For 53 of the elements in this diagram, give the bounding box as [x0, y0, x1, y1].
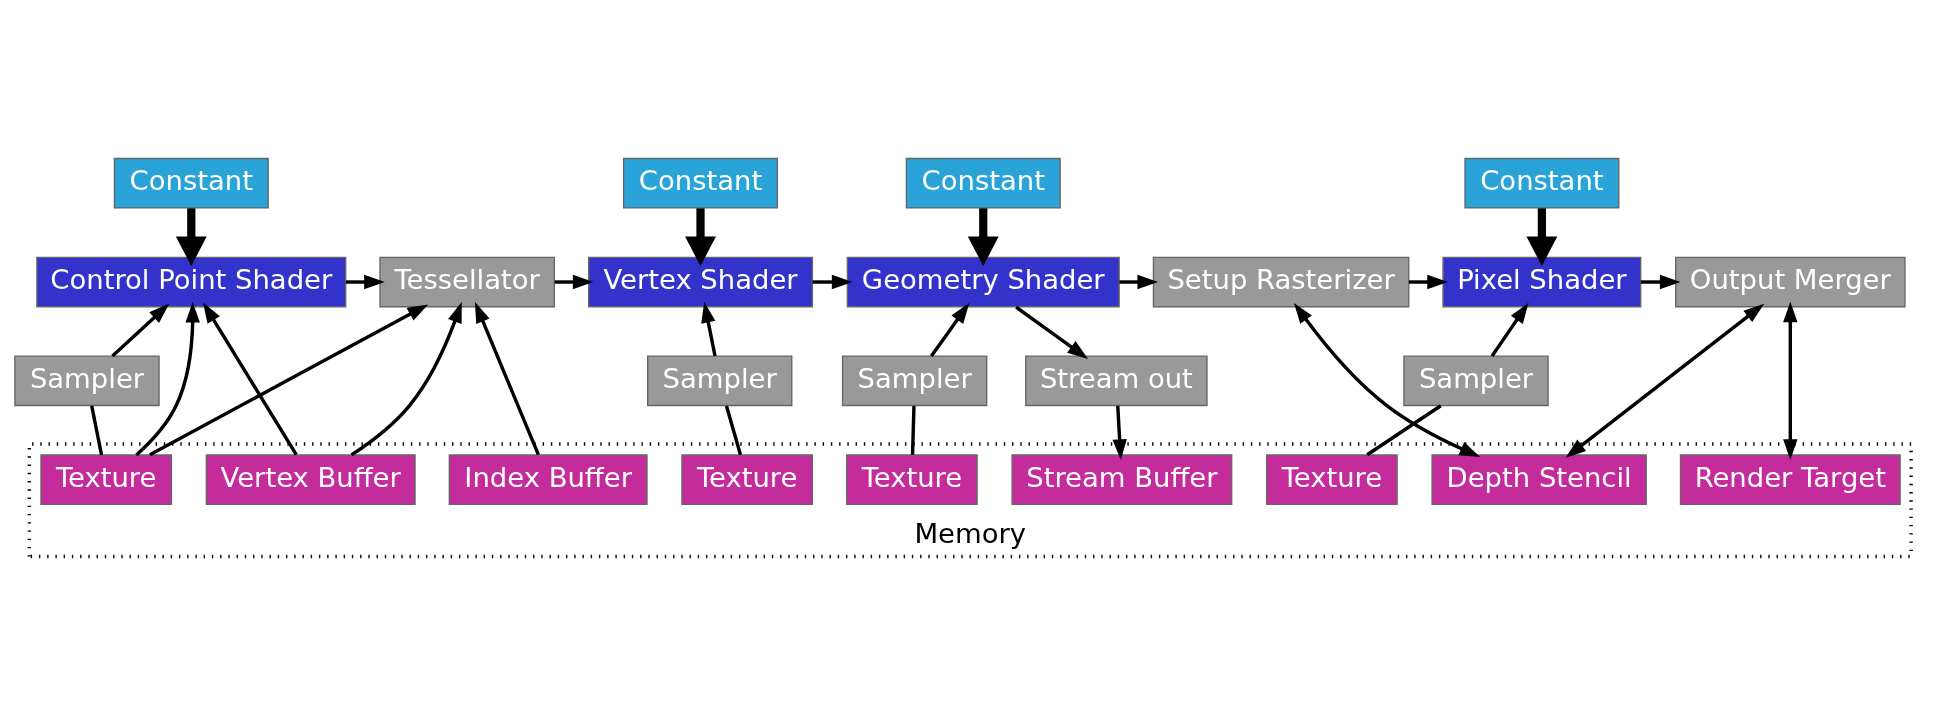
node-box: Tessellator	[378, 256, 555, 307]
arrow	[812, 274, 852, 289]
node-box: Output Merger	[1674, 256, 1906, 307]
node-box: Geometry Shader	[846, 256, 1120, 307]
node-box: Render Target	[1679, 453, 1901, 505]
arrow	[554, 274, 593, 289]
node-box: Sampler	[13, 354, 160, 406]
arrow	[1111, 405, 1127, 460]
connector	[89, 405, 103, 455]
node-box: Constant	[1463, 157, 1619, 209]
arrow	[202, 301, 298, 456]
arrow	[1293, 302, 1480, 457]
arrow	[110, 303, 169, 357]
node-box: Setup Rasterizer	[1152, 256, 1409, 307]
node-box: Constant	[905, 157, 1061, 209]
node-box: Pixel Shader	[1441, 256, 1641, 307]
arrow	[1118, 274, 1158, 289]
node-box: Constant	[622, 157, 778, 209]
node-box: Texture	[1265, 453, 1398, 505]
node-box: Texture	[845, 453, 978, 505]
node-box: Texture	[680, 453, 813, 505]
node-box: Vertex Shader	[587, 256, 813, 307]
connector	[910, 405, 916, 455]
arrow	[148, 303, 428, 456]
arrow	[350, 301, 462, 456]
connector	[724, 405, 742, 455]
node-box: Texture	[39, 453, 172, 505]
node-box: Stream out	[1024, 354, 1208, 406]
arrow	[134, 301, 200, 456]
arrow	[684, 207, 716, 266]
arrow	[1490, 302, 1529, 357]
arrow	[474, 301, 540, 455]
arrow	[1525, 207, 1557, 266]
node-box: Depth Stencil	[1430, 453, 1647, 505]
arrow	[1782, 301, 1798, 460]
arrow	[175, 207, 207, 266]
node-box: Control Point Shader	[35, 256, 346, 307]
arrow	[967, 207, 999, 266]
node-box: Sampler	[646, 354, 792, 406]
arrow	[929, 302, 969, 357]
connector	[1365, 403, 1442, 456]
arrow	[1014, 305, 1088, 359]
arrow	[1408, 274, 1448, 289]
node-box: Vertex Buffer	[205, 453, 416, 505]
node-box: Stream Buffer	[1010, 453, 1232, 505]
node-box: Index Buffer	[448, 453, 648, 505]
arrow	[1564, 303, 1764, 458]
node-box: Sampler	[841, 354, 987, 406]
node-box: Sampler	[1402, 354, 1549, 406]
node-box: Constant	[113, 157, 269, 209]
arrow	[1640, 274, 1680, 289]
arrow	[345, 274, 385, 289]
arrow	[700, 301, 717, 356]
